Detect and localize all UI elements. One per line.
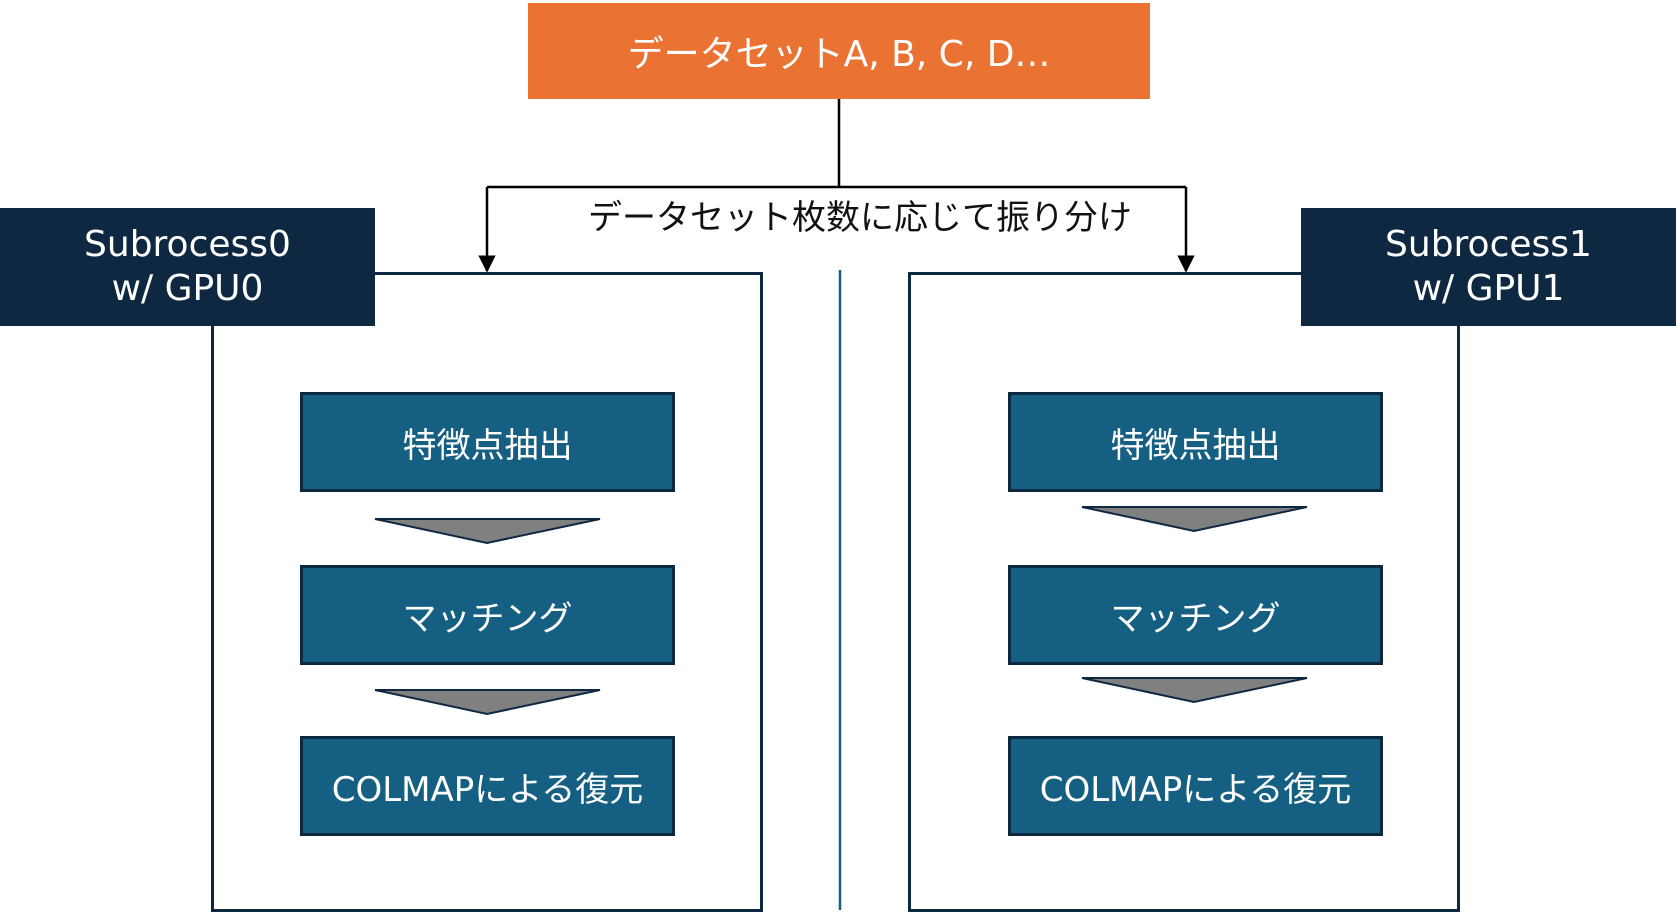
step-colmap-reconstruction-0: COLMAPによる復元 [300, 736, 675, 836]
step-feature-extraction-1: 特徴点抽出 [1008, 392, 1383, 492]
step-label: 特徴点抽出 [1110, 425, 1281, 466]
dataset-source-box: データセットA, B, C, D… [528, 3, 1150, 99]
worker-name-0: Subrocess0 [84, 224, 291, 265]
worker-name-1: Subrocess1 [1385, 224, 1592, 265]
worker-header-1: Subrocess1 w/ GPU1 [1301, 208, 1676, 326]
worker-gpu-0: w/ GPU0 [111, 268, 264, 309]
step-matching-1: マッチング [1008, 565, 1383, 665]
step-label: 特徴点抽出 [402, 425, 573, 466]
dataset-source-label: データセットA, B, C, D… [627, 34, 1051, 75]
step-arrow-right-2 [1081, 677, 1308, 704]
step-feature-extraction-0: 特徴点抽出 [300, 392, 675, 492]
step-arrow-left-1 [374, 518, 601, 545]
worker-header-0: Subrocess0 w/ GPU0 [0, 208, 375, 326]
step-label: マッチング [402, 598, 573, 639]
worker-gpu-1: w/ GPU1 [1412, 268, 1565, 309]
step-label: COLMAPによる復元 [1039, 769, 1352, 810]
step-matching-0: マッチング [300, 565, 675, 665]
step-arrow-right-1 [1081, 506, 1308, 533]
distribution-label: データセット枚数に応じて振り分け [560, 194, 1160, 242]
step-colmap-reconstruction-1: COLMAPによる復元 [1008, 736, 1383, 836]
step-label: COLMAPによる復元 [331, 769, 644, 810]
step-label: マッチング [1110, 598, 1281, 639]
step-arrow-left-2 [374, 689, 601, 716]
